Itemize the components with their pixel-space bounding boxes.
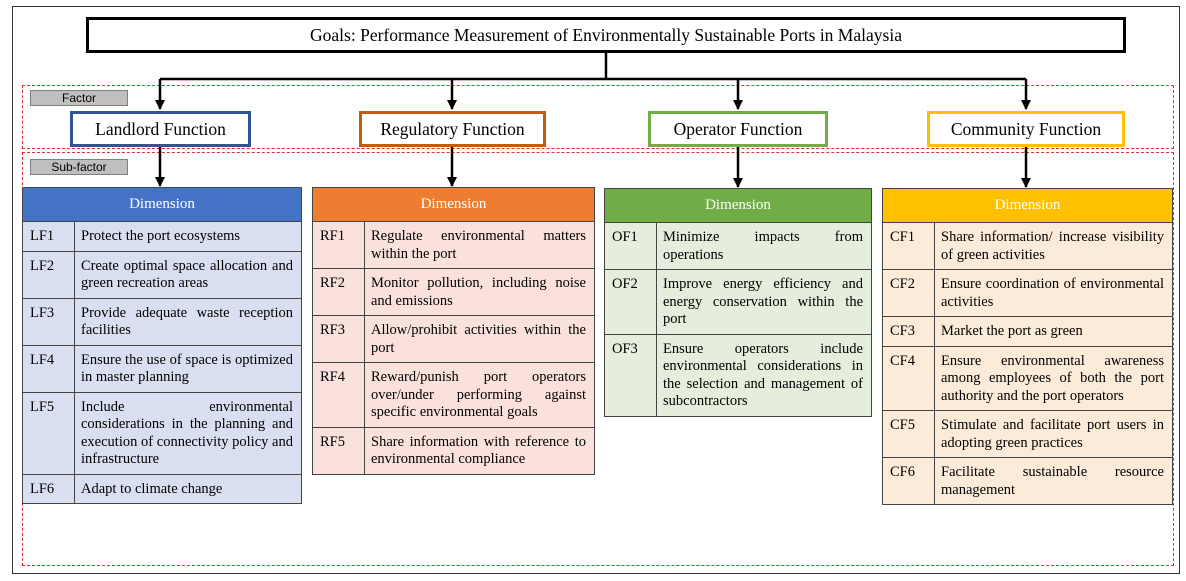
landlord-function-box: Landlord Function: [70, 111, 251, 147]
community-function-box: Community Function: [927, 111, 1125, 147]
dimension-text: Allow/prohibit activities within the por…: [364, 315, 594, 363]
dimension-code: LF5: [23, 391, 75, 474]
dimension-code: CF6: [883, 457, 935, 504]
factor-tag: Factor: [30, 90, 128, 106]
dimension-text: Share information/ increase visibility o…: [941, 229, 1164, 263]
dimension-text: Share information with reference to envi…: [364, 426, 594, 474]
dimension-text: Minimize impacts from operations: [663, 229, 863, 263]
regulatory-dimension-header: Dimension: [313, 188, 594, 222]
dimension-code: RF5: [313, 426, 365, 474]
dimension-text: Ensure coordination of environmental act…: [934, 269, 1172, 317]
landlord-dimension-column: Dimension LF1 Protect the port ecosystems…: [22, 187, 302, 504]
dimension-code: LF4: [23, 344, 75, 392]
dimension-text: Regulate environmental matters within th…: [371, 228, 586, 262]
dimension-text: Include environmental considerations in …: [74, 391, 301, 474]
regulatory-function-box: Regulatory Function: [359, 111, 546, 147]
operator-function-box: Operator Function: [648, 111, 828, 147]
dimension-text: Create optimal space allocation and gree…: [74, 250, 301, 298]
dimension-code: LF2: [23, 250, 75, 298]
dimension-code: RF4: [313, 362, 365, 427]
dimension-code: RF2: [313, 268, 365, 316]
dimension-text: Provide adequate waste reception facilit…: [74, 297, 301, 345]
dimension-text: Protect the port ecosystems: [81, 228, 241, 244]
dimension-text: Market the port as green: [934, 316, 1172, 346]
dimension-code: CF3: [883, 316, 935, 346]
landlord-dimension-header: Dimension: [23, 188, 301, 222]
dimension-text: Adapt to climate change: [74, 473, 301, 503]
dimension-code: OF3: [605, 333, 657, 416]
diagram-frame: [12, 6, 1180, 574]
dimension-text: Monitor pollution, including noise and e…: [364, 268, 594, 316]
dimension-row: LF1 Protect the port ecosystems: [23, 222, 301, 251]
sub-factor-tag: Sub-factor: [30, 159, 128, 175]
dimension-text: Reward/punish port operators over/under …: [364, 362, 594, 427]
dimension-text: Ensure environmental awareness among emp…: [934, 345, 1172, 411]
dimension-code: CF4: [883, 345, 935, 411]
dimension-text: Stimulate and facilitate port users in a…: [934, 410, 1172, 458]
dimension-code: LF6: [23, 473, 75, 503]
dimension-text: Improve energy efficiency and energy con…: [656, 269, 871, 334]
goal-box: Goals: Performance Measurement of Enviro…: [86, 17, 1126, 53]
operator-dimension-header: Dimension: [605, 189, 871, 223]
dimension-code: RF1: [313, 222, 365, 269]
dimension-code: LF1: [23, 222, 75, 251]
dimension-code: CF2: [883, 269, 935, 317]
dimension-text: Facilitate sustainable resource manageme…: [934, 457, 1172, 504]
dimension-text: Ensure the use of space is optimized in …: [74, 344, 301, 392]
dimension-code: RF3: [313, 315, 365, 363]
dimension-code: CF5: [883, 410, 935, 458]
dimension-text: Ensure operators include environmental c…: [656, 333, 871, 416]
community-dimension-header: Dimension: [883, 189, 1172, 223]
dimension-code: OF1: [605, 223, 657, 270]
dimension-code: LF3: [23, 297, 75, 345]
dimension-code: CF1: [883, 223, 935, 270]
factor-zone: [22, 85, 1174, 149]
dimension-code: OF2: [605, 269, 657, 334]
